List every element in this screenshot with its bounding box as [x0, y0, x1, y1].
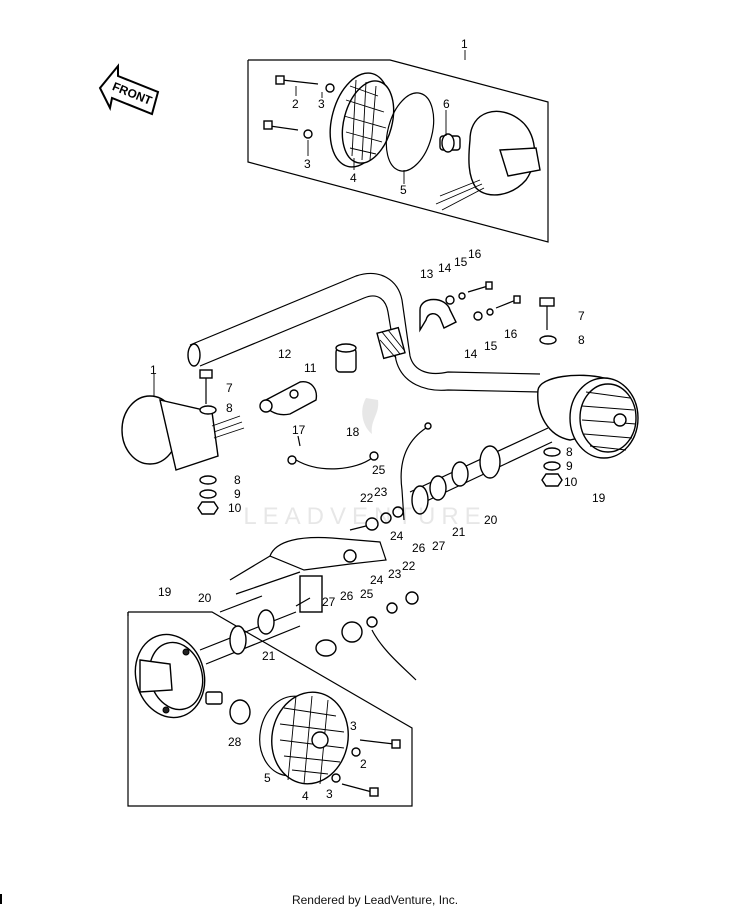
label-17: 17: [292, 423, 306, 437]
label-8d: 8: [566, 445, 573, 459]
washer-upper-2: [303, 129, 313, 139]
bolt-upper-1: [275, 75, 319, 85]
label-10b: 10: [564, 475, 578, 489]
label-9a: 9: [234, 487, 241, 501]
label-12: 12: [278, 347, 292, 361]
nut-10-left: [197, 501, 219, 515]
label-19a: 19: [592, 491, 606, 505]
wire-25: [400, 422, 432, 521]
label-24a: 24: [390, 529, 404, 543]
handlebar: [187, 272, 541, 393]
nut-10-right: [541, 473, 563, 487]
label-8b: 8: [226, 401, 233, 415]
label-14a: 14: [438, 261, 452, 275]
turn-signal-left-front: [121, 374, 245, 471]
nuts-upper: [349, 506, 404, 531]
label-15a: 15: [454, 255, 468, 269]
label-23a: 23: [374, 485, 388, 499]
label-3c: 3: [350, 719, 357, 733]
grommets-lower: [315, 591, 419, 681]
washer-8-right-lower: [543, 447, 561, 457]
wire-18: [287, 435, 379, 470]
label-8c: 8: [234, 473, 241, 487]
turn-signal-left-rear: [134, 633, 206, 719]
label-19b: 19: [158, 585, 172, 599]
label-20b: 20: [198, 591, 212, 605]
washer-8-left: [199, 405, 217, 415]
stem-right: [409, 427, 553, 515]
front-lens-upper: [329, 72, 395, 168]
label-7a: 7: [578, 309, 585, 323]
svg-text:LEADVENTURE: LEADVENTURE: [243, 503, 486, 530]
label-4a: 4: [350, 171, 357, 185]
label-3b: 3: [304, 157, 311, 171]
washer-8-right: [539, 335, 557, 345]
label-8a: 8: [578, 333, 585, 347]
label-2a: 2: [292, 97, 299, 111]
washer-9-left: [199, 489, 217, 499]
label-3a: 3: [318, 97, 325, 111]
label-14b: 14: [464, 347, 478, 361]
stem-left: [199, 597, 311, 665]
label-27a: 27: [432, 539, 446, 553]
label-25b: 25: [360, 587, 374, 601]
label-25a: 25: [372, 463, 386, 477]
front-lens-lower: [259, 691, 349, 785]
label-26b: 26: [340, 589, 354, 603]
label-5b: 5: [264, 771, 271, 785]
leaders-upper: [295, 50, 466, 184]
label-16a: 16: [468, 247, 482, 261]
bolt-7-left: [199, 369, 213, 404]
label-22a: 22: [360, 491, 374, 505]
label-4b: 4: [302, 789, 309, 803]
front-arrow-icon: FRONT: [98, 63, 160, 116]
label-10a: 10: [228, 501, 242, 515]
label-6a: 6: [443, 97, 450, 111]
bolt-upper-2: [263, 120, 299, 131]
housing-upper: [435, 110, 541, 211]
label-13: 13: [420, 267, 434, 281]
lower-inset-box: [127, 611, 413, 807]
label-5a: 5: [400, 183, 407, 197]
label-3d: 3: [326, 787, 333, 801]
corner-mark: [0, 894, 2, 904]
clamp-13: [419, 298, 457, 333]
footer-credit: Rendered by LeadVenture, Inc.: [291, 893, 459, 907]
bracket-12: [259, 381, 318, 416]
label-7b: 7: [226, 381, 233, 395]
label-1b: 1: [150, 363, 157, 377]
label-1a: 1: [461, 37, 468, 51]
label-26a: 26: [412, 541, 426, 555]
label-21a: 21: [452, 525, 466, 539]
bolt-7-right: [539, 297, 555, 330]
washer-upper-1: [325, 83, 335, 93]
bulb-upper: [439, 133, 461, 153]
upper-inset-box: [247, 59, 549, 243]
label-18: 18: [346, 425, 360, 439]
label-28: 28: [228, 735, 242, 749]
label-20a: 20: [484, 513, 498, 527]
label-2b: 2: [360, 757, 367, 771]
label-16b: 16: [504, 327, 518, 341]
label-23b: 23: [388, 567, 402, 581]
label-21b: 21: [262, 649, 276, 663]
gasket-ring-upper: [385, 92, 435, 172]
label-27b: 27: [322, 595, 336, 609]
label-9b: 9: [566, 459, 573, 473]
label-24b: 24: [370, 573, 384, 587]
frame: [219, 536, 387, 613]
bulb-lower: [205, 691, 251, 725]
clamp-hardware: [445, 281, 521, 321]
label-22b: 22: [402, 559, 416, 573]
washer-9-right: [543, 461, 561, 471]
label-11: 11: [304, 361, 317, 375]
label-15b: 15: [484, 339, 498, 353]
bolts-lower: [331, 739, 401, 797]
turn-signal-right: [537, 374, 639, 459]
collar-11: [335, 343, 357, 373]
watermark: LEADVENTURE: [243, 398, 486, 530]
washer-8-left-lower: [199, 475, 217, 485]
